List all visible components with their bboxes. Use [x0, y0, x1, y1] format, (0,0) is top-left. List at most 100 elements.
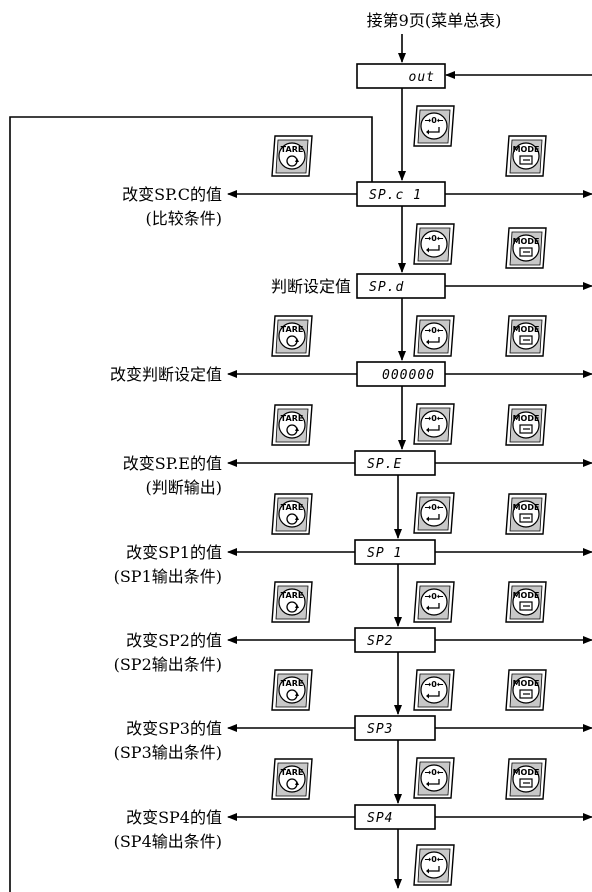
mode-button-2[interactable]: MODE: [505, 227, 547, 269]
step-label: 改变SP.E的值: [123, 454, 222, 473]
mode-button-7[interactable]: MODE: [505, 669, 547, 711]
zero-button-6[interactable]: →0←: [413, 669, 455, 711]
menu-step-2: SP.d 判断设定值: [271, 273, 592, 361]
display-text: 000000: [382, 368, 435, 383]
zero-button-7[interactable]: →0←: [413, 757, 455, 799]
step-sublabel: (SP3输出条件): [114, 743, 222, 762]
mode-button-6[interactable]: MODE: [505, 581, 547, 623]
enter-box-icon: [519, 513, 533, 523]
enter-box-icon: [519, 335, 533, 345]
enter-icon: [429, 337, 440, 343]
zero-button-4[interactable]: →0←: [413, 492, 455, 534]
zero-key-label: →0←: [425, 326, 444, 335]
menu-step-4: SP.E 改变SP.E的值 (判断输出): [123, 450, 592, 539]
tare-key-label: TARE: [281, 679, 304, 688]
mode-key-label: MODE: [513, 503, 540, 512]
step-label: 改变SP.C的值: [122, 185, 222, 204]
display-text: SP2: [367, 634, 393, 649]
display-box[interactable]: [354, 539, 436, 565]
enter-icon: [429, 779, 440, 785]
tare-button-5[interactable]: TARE: [271, 493, 313, 535]
enter-box-icon: [519, 424, 533, 434]
zero-key-label: →0←: [425, 116, 444, 125]
zero-key-label: →0←: [425, 680, 444, 689]
display-text: SP 1: [367, 546, 402, 561]
enter-box-icon: [519, 247, 533, 257]
enter-icon: [429, 603, 440, 609]
step-label: 改变SP4的值: [126, 808, 222, 827]
tare-button-1[interactable]: TARE: [271, 135, 313, 177]
mode-button-3[interactable]: MODE: [505, 315, 547, 357]
zero-button-3[interactable]: →0←: [413, 403, 455, 445]
display-text: SP3: [367, 722, 393, 737]
tare-key-label: TARE: [281, 414, 304, 423]
step-label: 改变判断设定值: [110, 365, 222, 384]
zero-button-2[interactable]: →0←: [413, 315, 455, 357]
step-label: 改变SP2的值: [126, 631, 222, 650]
zero-key-label: →0←: [425, 503, 444, 512]
tare-button-6[interactable]: TARE: [271, 581, 313, 623]
step-sublabel: (判断输出): [146, 478, 223, 497]
menu-step-0: out: [356, 63, 446, 181]
display-box[interactable]: [356, 63, 446, 89]
zero-key-label: →0←: [425, 414, 444, 423]
step-sublabel: (SP2输出条件): [114, 655, 222, 674]
display-box[interactable]: [354, 450, 436, 476]
step-sublabel: (SP1输出条件): [114, 567, 222, 586]
mode-key-label: MODE: [513, 325, 540, 334]
mode-button-8[interactable]: MODE: [505, 758, 547, 800]
zero-key-label: →0←: [425, 768, 444, 777]
enter-icon: [429, 127, 440, 133]
step-label: 改变SP1的值: [126, 543, 222, 562]
tare-button-8[interactable]: TARE: [271, 758, 313, 800]
enter-icon: [429, 691, 440, 697]
zero-key-label: →0←: [425, 855, 444, 864]
display-box[interactable]: [354, 804, 436, 830]
enter-icon: [429, 425, 440, 431]
zero-button-1[interactable]: →0←: [413, 223, 455, 265]
step-sublabel: (比较条件): [146, 209, 223, 228]
tare-key-label: TARE: [281, 325, 304, 334]
menu-step-8: SP4 改变SP4的值 (SP4输出条件): [114, 804, 592, 889]
display-text: SP.d: [369, 280, 404, 295]
menu-step-7: SP3 改变SP3的值 (SP3输出条件): [114, 715, 592, 804]
step-label: 判断设定值: [271, 277, 351, 296]
loop-back-line: [9, 116, 376, 892]
step-sublabel: (SP4输出条件): [114, 832, 222, 851]
tare-key-label: TARE: [281, 768, 304, 777]
menu-step-5: SP 1 改变SP1的值 (SP1输出条件): [114, 539, 592, 627]
mode-key-label: MODE: [513, 768, 540, 777]
zero-button-0[interactable]: →0←: [413, 105, 455, 147]
header-text: 接第9页(菜单总表): [367, 11, 502, 30]
display-box[interactable]: [356, 361, 446, 387]
zero-button-8[interactable]: →0←: [413, 844, 455, 886]
mode-button-4[interactable]: MODE: [505, 404, 547, 446]
tare-key-label: TARE: [281, 145, 304, 154]
menu-step-6: SP2 改变SP2的值 (SP2输出条件): [114, 627, 592, 715]
enter-box-icon: [519, 778, 533, 788]
enter-box-icon: [519, 689, 533, 699]
enter-box-icon: [519, 155, 533, 165]
enter-box-icon: [519, 601, 533, 611]
tare-button-4[interactable]: TARE: [271, 404, 313, 446]
zero-key-label: →0←: [425, 592, 444, 601]
mode-button-1[interactable]: MODE: [505, 135, 547, 177]
enter-icon: [429, 245, 440, 251]
step-label: 改变SP3的值: [126, 719, 222, 738]
display-text: SP.E: [367, 457, 402, 472]
mode-key-label: MODE: [513, 414, 540, 423]
menu-step-3: 000000 改变判断设定值: [110, 361, 592, 450]
display-text: SP4: [367, 811, 393, 826]
tare-key-label: TARE: [281, 591, 304, 600]
mode-button-5[interactable]: MODE: [505, 493, 547, 535]
mode-key-label: MODE: [513, 679, 540, 688]
mode-key-label: MODE: [513, 237, 540, 246]
tare-button-7[interactable]: TARE: [271, 669, 313, 711]
display-box[interactable]: [356, 273, 446, 299]
display-text: SP.c 1: [369, 188, 422, 203]
zero-button-5[interactable]: →0←: [413, 581, 455, 623]
enter-icon: [429, 514, 440, 520]
display-text: out: [409, 70, 435, 85]
tare-button-3[interactable]: TARE: [271, 315, 313, 357]
